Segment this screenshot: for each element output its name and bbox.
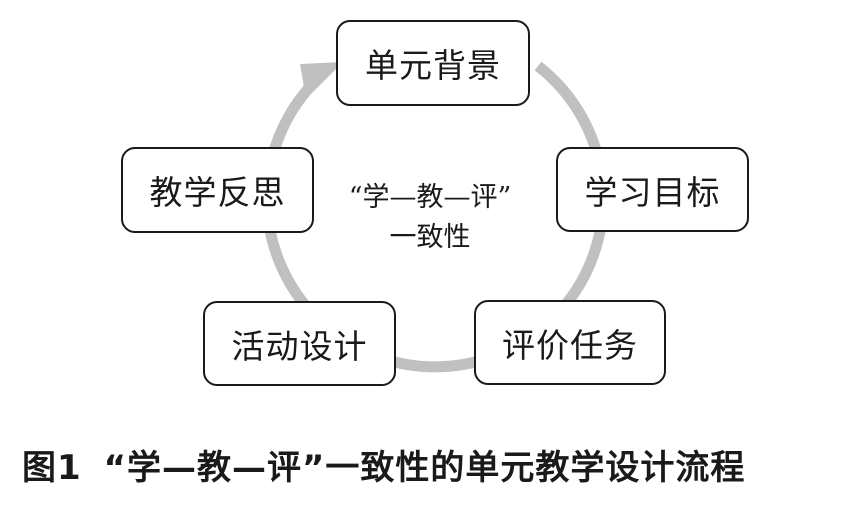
node-label: 教学反思 — [149, 173, 286, 212]
figure-caption: 图1 “学—教—评”一致性的单元教学设计流程 — [22, 440, 745, 489]
node-teaching-reflection: 教学反思 — [121, 147, 314, 233]
node-label: 单元背景 — [365, 46, 501, 85]
center-label-line2: 一致性 — [389, 222, 471, 253]
node-activity-design: 活动设计 — [203, 301, 396, 386]
center-label-line1: “学—教—评” — [348, 182, 512, 213]
node-assessment-tasks: 评价任务 — [474, 300, 666, 385]
node-label: 学习目标 — [584, 172, 721, 212]
node-learning-goals: 学习目标 — [556, 147, 749, 232]
node-label: 评价任务 — [502, 325, 638, 365]
figure-title: “学—教—评”一致性的单元教学设计流程 — [103, 448, 746, 488]
figure-number: 图1 — [22, 448, 82, 488]
node-label: 活动设计 — [231, 326, 368, 366]
cycle-arrow-head — [300, 62, 343, 99]
node-unit-background: 单元背景 — [336, 20, 530, 106]
